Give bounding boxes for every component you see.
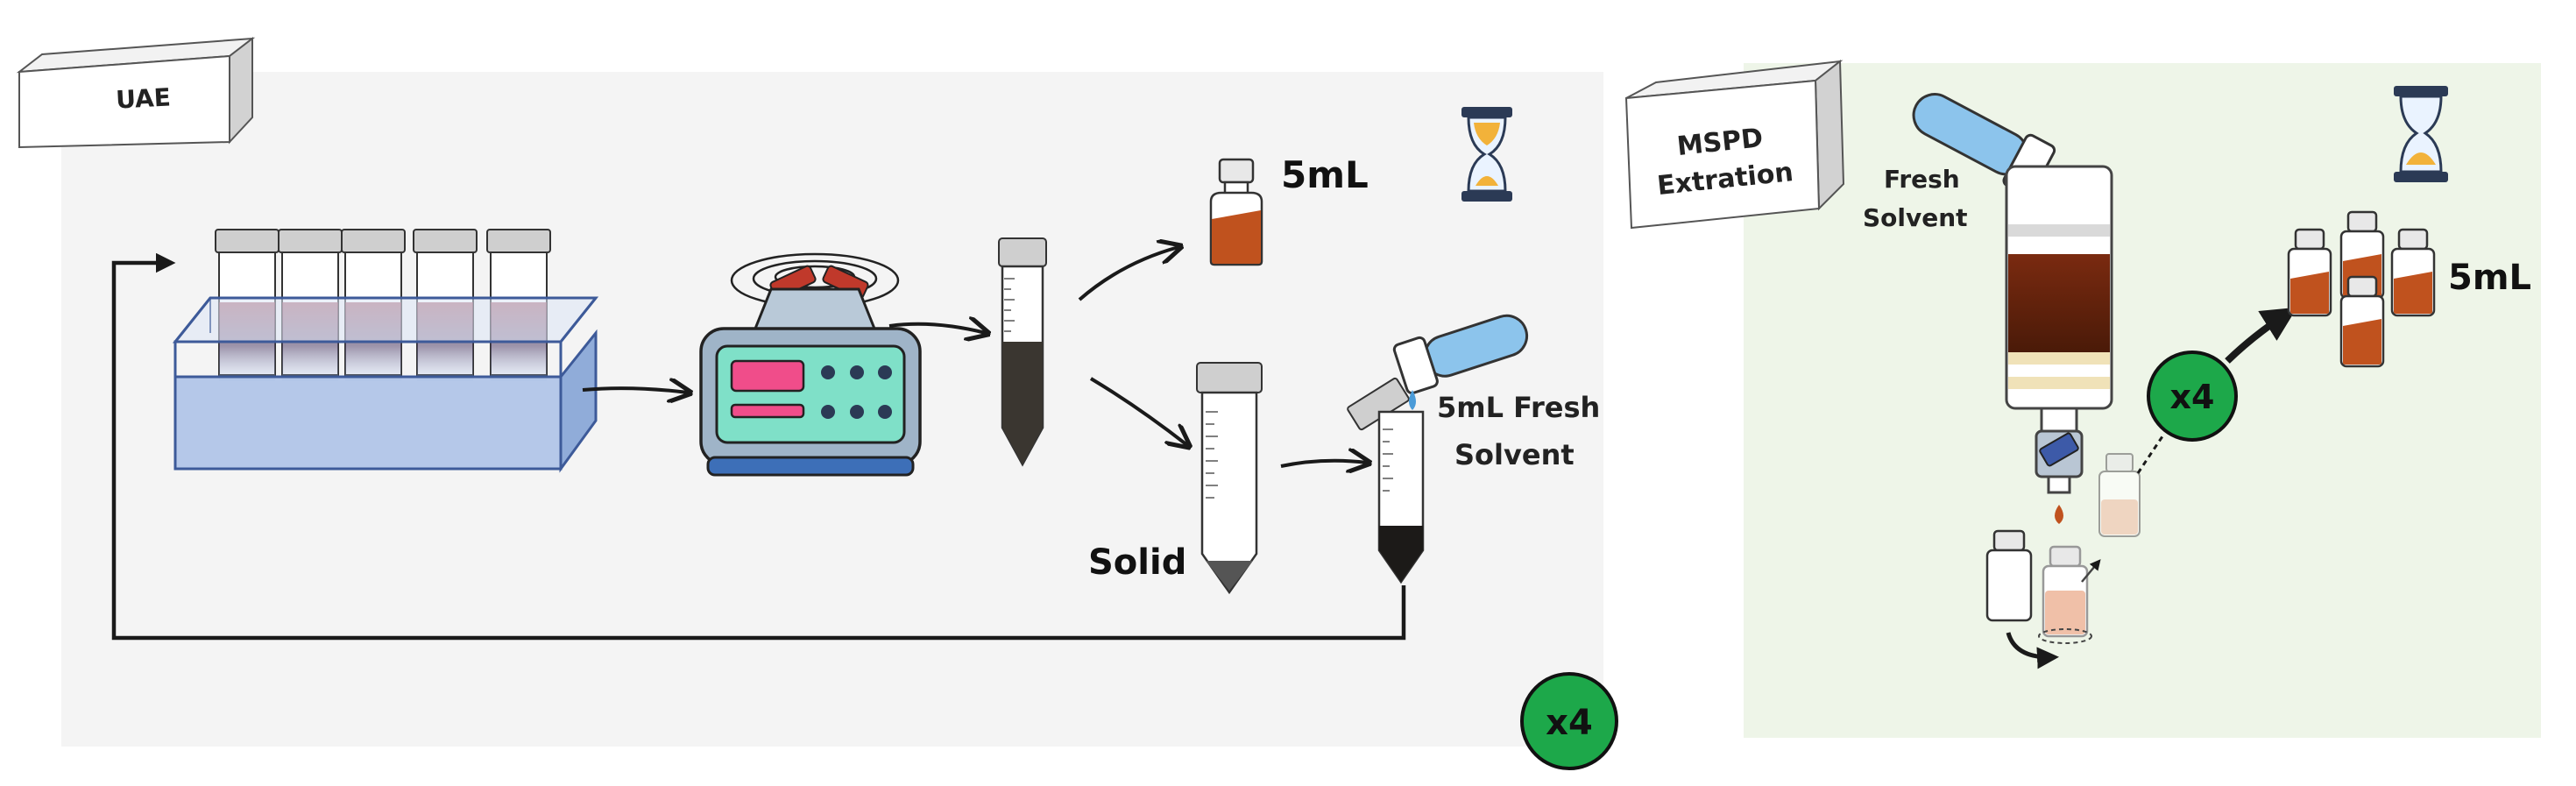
uae-label-box: UAE bbox=[16, 36, 256, 149]
mspd-vial-volume-label: 5mL bbox=[2448, 258, 2531, 298]
centrifuge-tube-mixture bbox=[998, 237, 1047, 467]
uae-vial-volume-label: 5mL bbox=[1281, 153, 1369, 196]
arrow-tube-to-solid bbox=[1089, 377, 1187, 445]
uae-label: UAE bbox=[115, 82, 171, 114]
solid-label: Solid bbox=[1088, 542, 1186, 583]
arrow-solid-to-fresh-tube bbox=[1280, 461, 1367, 466]
mspd-empty-vial bbox=[1985, 529, 2033, 622]
mspd-repeat-badge: x4 bbox=[2147, 351, 2238, 442]
solid-residue-tube bbox=[1196, 362, 1263, 595]
mspd-dashed-guide bbox=[2136, 435, 2164, 474]
pouring-solvent-tube bbox=[1392, 314, 1529, 410]
mspd-vial-light bbox=[2098, 453, 2141, 537]
mspd-fresh-solvent-line2: Solvent bbox=[1863, 203, 1968, 232]
vortex-shaker-machine bbox=[699, 252, 922, 477]
arrow-vial-swap bbox=[2006, 632, 2059, 669]
ultrasonic-water-bath bbox=[172, 229, 599, 473]
hourglass-icon-mspd bbox=[2394, 86, 2448, 182]
uae-repeat-badge-text: x4 bbox=[1546, 703, 1593, 743]
mspd-collected-vials bbox=[2287, 210, 2436, 368]
arrow-to-collected-vials bbox=[2225, 307, 2297, 364]
refill-tube bbox=[1347, 377, 1425, 584]
uae-fresh-solvent-line1: 5mL Fresh bbox=[1437, 391, 1600, 424]
mspd-collecting-vial bbox=[2038, 545, 2092, 644]
arrow-vial-to-light bbox=[2081, 559, 2101, 583]
arrow-vortex-to-tube bbox=[888, 324, 986, 333]
uae-repeat-badge: x4 bbox=[1520, 672, 1618, 770]
return-loop-line bbox=[111, 252, 1406, 641]
arrow-tube-to-vial bbox=[1078, 247, 1178, 301]
extract-vial-uae bbox=[1209, 158, 1263, 266]
mspd-fresh-solvent-line1: Fresh bbox=[1884, 165, 1960, 194]
mspd-label-box: MSPD Extration bbox=[1624, 59, 1845, 230]
hourglass-icon bbox=[1461, 107, 1512, 202]
arrow-bath-to-vortex bbox=[582, 388, 688, 393]
mspd-repeat-badge-text: x4 bbox=[2170, 378, 2215, 416]
uae-fresh-solvent-line2: Solvent bbox=[1454, 438, 1575, 471]
mspd-extraction-column bbox=[2005, 165, 2113, 524]
